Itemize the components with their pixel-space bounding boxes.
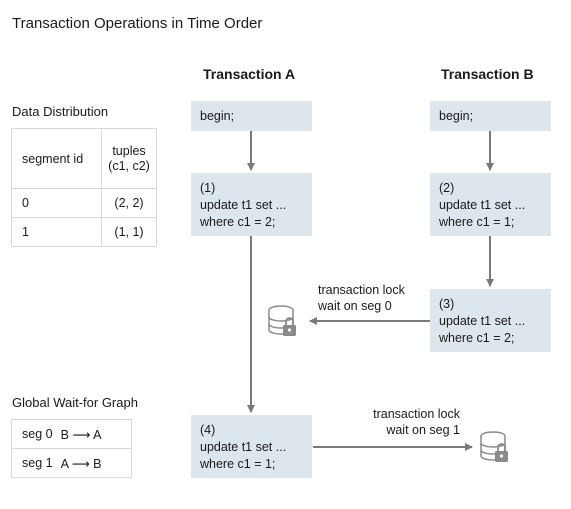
column-header-transaction-b: Transaction B [441,66,534,82]
table-header-tuples: tuples (c1, c2) [101,128,157,189]
table-row: seg 1 A ⟶ B [10,448,132,478]
diagram-title: Transaction Operations in Time Order [12,15,263,32]
op-text: where c1 = 1; [439,215,515,229]
wfg-segment: seg 0 [10,419,55,449]
lock-label-line: transaction lock [373,407,460,421]
op-text: where c1 = 2; [200,215,276,229]
table-row: seg 0 B ⟶ A [10,419,132,449]
table-cell: 0 [11,188,102,218]
op-text: update t1 set ... [200,198,287,212]
txn-a-op1-box: (1) update t1 set ... where c1 = 2; [191,173,312,236]
wait-for-graph-table: seg 0 B ⟶ A seg 1 A ⟶ B [10,419,132,478]
database-lock-icon [268,305,296,336]
op-number: (2) [439,181,455,195]
txn-a-op4-box: (4) update t1 set ... where c1 = 1; [191,415,312,478]
op-text: update t1 set ... [439,198,526,212]
wfg-segment: seg 1 [10,448,55,478]
op-text: update t1 set ... [439,314,526,328]
lock-label-line: transaction lock [318,283,405,297]
wfg-edge: A ⟶ B [54,448,132,478]
lock-label-seg0: transaction lock wait on seg 0 [318,282,405,314]
txn-b-op2-box: (2) update t1 set ... where c1 = 1; [430,173,551,236]
op-text: where c1 = 1; [200,457,276,471]
op-number: (3) [439,297,455,311]
op-text: update t1 set ... [200,440,287,454]
table-row: 0 (2, 2) [11,188,157,218]
op-text: where c1 = 2; [439,331,515,345]
lock-label-line: wait on seg 1 [386,423,460,437]
wfg-edge: B ⟶ A [54,419,132,449]
table-row: 1 (1, 1) [11,217,157,247]
op-number: (4) [200,423,216,437]
op-text: begin; [200,109,235,123]
table-cell: (1, 1) [101,217,157,247]
table-cell: 1 [11,217,102,247]
txn-b-begin-box: begin; [430,101,551,131]
op-text: begin; [439,109,474,123]
table-header-segment-id: segment id [11,128,102,189]
txn-b-op3-box: (3) update t1 set ... where c1 = 2; [430,289,551,352]
data-distribution-label: Data Distribution [12,104,109,119]
column-header-transaction-a: Transaction A [203,66,296,82]
op-number: (1) [200,181,216,195]
data-distribution-table: segment id tuples (c1, c2) 0 (2, 2) 1 (1… [11,128,157,247]
txn-a-begin-box: begin; [191,101,312,131]
lock-label-line: wait on seg 0 [318,299,392,313]
table-cell: (2, 2) [101,188,157,218]
wait-for-graph-label: Global Wait-for Graph [12,395,138,410]
lock-label-seg1: transaction lock wait on seg 1 [360,406,460,438]
database-lock-icon [480,431,508,462]
